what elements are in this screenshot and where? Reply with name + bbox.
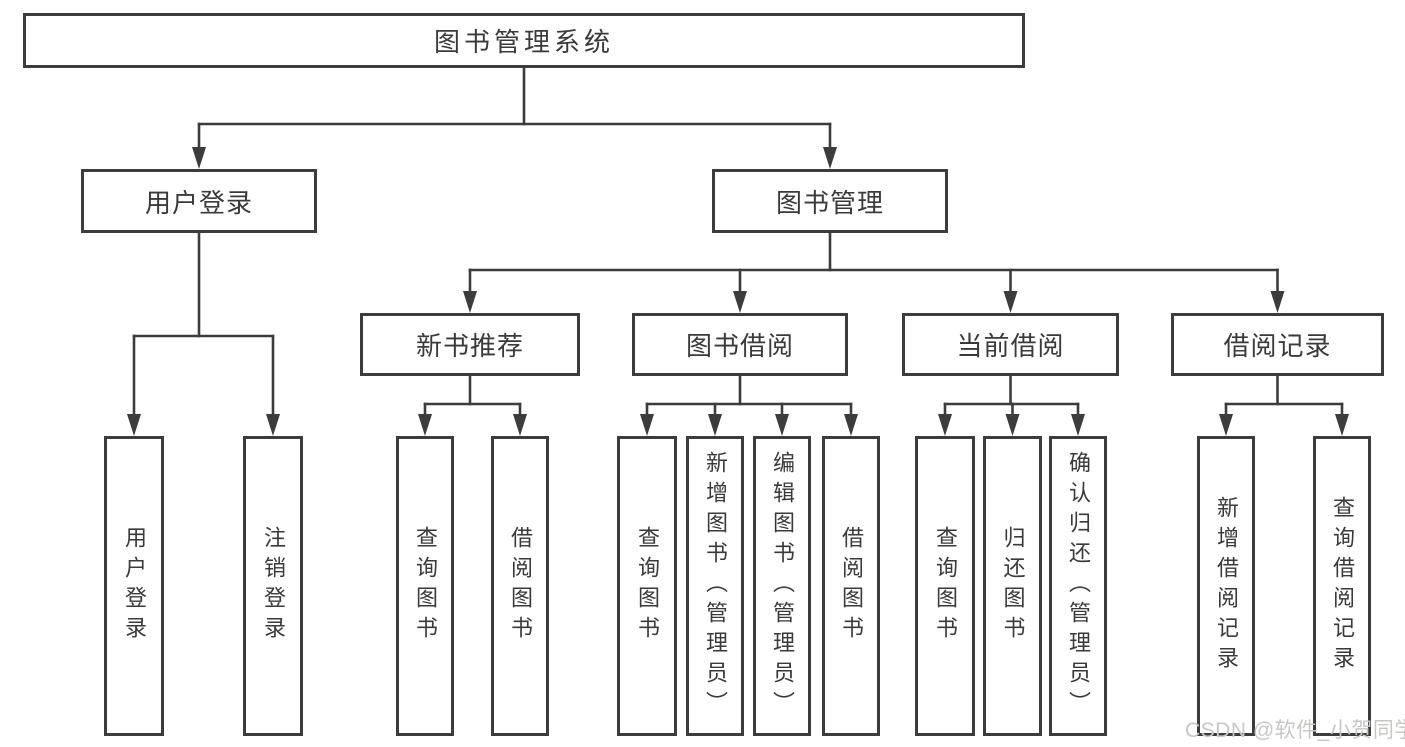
arrowhead-icon xyxy=(192,147,206,169)
node-label: 图书管理系统 xyxy=(433,27,614,57)
node-label: 归还图书 xyxy=(1000,526,1026,646)
node-leaf-bb-query: 查询图书 xyxy=(617,436,677,736)
arrowhead-icon xyxy=(127,414,141,436)
node-leaf-logout: 注销登录 xyxy=(243,436,303,736)
node-label: 用户登录 xyxy=(144,187,253,218)
arrowhead-icon xyxy=(513,414,527,436)
node-label: 借阅图书 xyxy=(839,526,864,646)
arrowhead-icon xyxy=(463,291,477,313)
node-label: 查询图书 xyxy=(933,526,958,646)
node-leaf-user-login: 用户登录 xyxy=(104,436,164,736)
node-label: 借阅图书 xyxy=(508,526,533,646)
node-leaf-bb-add: 新增图书（管理员） xyxy=(686,436,744,736)
node-label: 借阅记录 xyxy=(1223,331,1332,361)
node-leaf-bb-edit: 编辑图书（管理员） xyxy=(753,436,811,736)
node-label: 图书管理 xyxy=(775,187,884,218)
arrowhead-icon xyxy=(1270,291,1285,313)
node-leaf-br-add: 新增借阅记录 xyxy=(1197,436,1255,736)
arrowhead-icon xyxy=(266,414,280,436)
arrowhead-icon xyxy=(938,414,952,436)
node-leaf-cb-return: 归还图书 xyxy=(983,436,1042,736)
node-current-borrow: 当前借阅 xyxy=(902,313,1119,376)
node-leaf-cb-query: 查询图书 xyxy=(915,436,975,736)
node-leaf-bb-borrow: 借阅图书 xyxy=(822,436,880,736)
node-label: 注销登录 xyxy=(261,526,286,646)
node-leaf-rec-query: 查询图书 xyxy=(396,436,454,736)
node-label: 新增图书（管理员） xyxy=(703,451,728,721)
arrowhead-icon xyxy=(1005,414,1020,436)
node-label: 新书推荐 xyxy=(415,331,524,361)
arrowhead-icon xyxy=(1003,291,1018,313)
arrowhead-icon xyxy=(1335,414,1349,436)
node-borrow-records: 借阅记录 xyxy=(1171,313,1384,376)
arrowhead-icon xyxy=(775,414,789,436)
node-label: 查询借阅记录 xyxy=(1330,496,1355,676)
node-label: 查询图书 xyxy=(635,526,660,646)
arrowhead-icon xyxy=(1071,414,1085,436)
node-leaf-cb-confirm: 确认归还（管理员） xyxy=(1049,436,1107,736)
node-user-login: 用户登录 xyxy=(81,169,317,233)
arrowhead-icon xyxy=(1219,414,1233,436)
node-leaf-rec-borrow: 借阅图书 xyxy=(491,436,549,736)
node-book-borrow: 图书借阅 xyxy=(632,313,848,376)
node-label: 查询图书 xyxy=(413,526,438,646)
arrowhead-icon xyxy=(823,147,837,169)
node-label: 用户登录 xyxy=(122,526,147,646)
arrowhead-icon xyxy=(640,414,654,436)
watermark: CSDN @软件_小贺同学 xyxy=(1185,719,1405,742)
node-leaf-br-query: 查询借阅记录 xyxy=(1313,436,1371,736)
node-label: 图书借阅 xyxy=(685,331,794,361)
node-label: 编辑图书（管理员） xyxy=(770,451,795,721)
node-new-book-rec: 新书推荐 xyxy=(360,313,580,376)
node-root: 图书管理系统 xyxy=(23,13,1025,68)
arrowhead-icon xyxy=(418,414,432,436)
node-label: 当前借阅 xyxy=(956,331,1065,361)
node-book-mgmt: 图书管理 xyxy=(712,169,948,233)
node-label: 确认归还（管理员） xyxy=(1066,451,1091,721)
arrowhead-icon xyxy=(733,291,747,313)
node-label: 新增借阅记录 xyxy=(1214,496,1239,676)
arrowhead-icon xyxy=(708,414,722,436)
arrowhead-icon xyxy=(844,414,858,436)
